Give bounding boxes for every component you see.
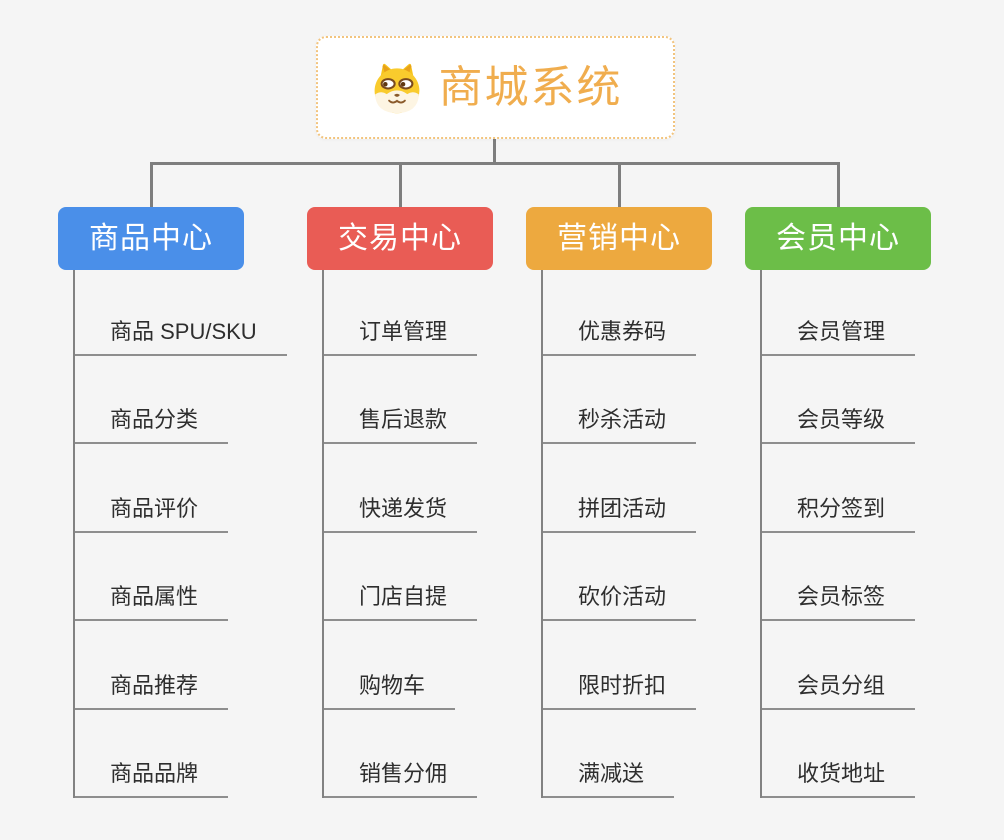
list-item[interactable]: 限时折扣 <box>543 672 697 710</box>
list-item[interactable]: 会员管理 <box>762 318 916 356</box>
branch-header-trade-center[interactable]: 交易中心 <box>307 207 493 270</box>
branch-header-marketing-center[interactable]: 营销中心 <box>526 207 712 270</box>
list-item[interactable]: 商品评价 <box>75 495 229 533</box>
branch-list-product-center: 商品 SPU/SKU 商品分类 商品评价 商品属性 商品推荐 商品品牌 <box>73 270 375 798</box>
list-item[interactable]: 商品推荐 <box>75 672 229 710</box>
list-item[interactable]: 订单管理 <box>324 318 478 356</box>
branch-list-marketing-center: 优惠券码 秒杀活动 拼团活动 砍价活动 限时折扣 满减送 <box>541 270 843 798</box>
list-item[interactable]: 销售分佣 <box>324 760 478 798</box>
list-item[interactable]: 门店自提 <box>324 583 478 621</box>
connector-root-stub <box>493 139 496 164</box>
list-item[interactable]: 收货地址 <box>762 760 916 798</box>
list-item[interactable]: 满减送 <box>543 760 675 798</box>
connector-bus <box>150 162 840 165</box>
list-item[interactable]: 商品 SPU/SKU <box>75 318 287 356</box>
list-item[interactable]: 商品属性 <box>75 583 229 621</box>
root-title: 商城系统 <box>438 62 623 112</box>
branch-trade-center: 交易中心 订单管理 售后退款 快递发货 门店自提 购物车 销售分佣 <box>307 207 493 798</box>
list-item[interactable]: 商品品牌 <box>75 760 229 798</box>
list-item[interactable]: 会员标签 <box>762 583 916 621</box>
branch-header-member-center[interactable]: 会员中心 <box>745 207 931 270</box>
list-item[interactable]: 商品分类 <box>75 406 229 444</box>
connector-drop-product <box>150 162 153 208</box>
branch-product-center: 商品中心 商品 SPU/SKU 商品分类 商品评价 商品属性 商品推荐 商品品牌 <box>58 207 287 798</box>
connector-drop-member <box>837 162 840 208</box>
list-item[interactable]: 砍价活动 <box>543 583 697 621</box>
branch-marketing-center: 营销中心 优惠券码 秒杀活动 拼团活动 砍价活动 限时折扣 满减送 <box>526 207 712 798</box>
list-item[interactable]: 售后退款 <box>324 406 478 444</box>
list-item[interactable]: 快递发货 <box>324 495 478 533</box>
list-item[interactable]: 秒杀活动 <box>543 406 697 444</box>
connector-drop-marketing <box>618 162 621 208</box>
branch-header-label: 营销中心 <box>557 221 681 255</box>
branch-header-product-center[interactable]: 商品中心 <box>58 207 244 270</box>
list-item[interactable]: 会员等级 <box>762 406 916 444</box>
connector-drop-trade <box>399 162 402 208</box>
branch-list-trade-center: 订单管理 售后退款 快递发货 门店自提 购物车 销售分佣 <box>322 270 624 798</box>
branch-header-label: 交易中心 <box>338 221 462 255</box>
list-item[interactable]: 拼团活动 <box>543 495 697 533</box>
list-item[interactable]: 购物车 <box>324 672 456 710</box>
branch-list-member-center: 会员管理 会员等级 积分签到 会员标签 会员分组 收货地址 <box>760 270 1004 798</box>
list-item[interactable]: 优惠券码 <box>543 318 697 356</box>
list-item[interactable]: 积分签到 <box>762 495 916 533</box>
branch-header-label: 会员中心 <box>776 221 900 255</box>
root-node[interactable]: 商城系统 <box>316 36 675 139</box>
list-item[interactable]: 会员分组 <box>762 672 916 710</box>
branch-member-center: 会员中心 会员管理 会员等级 积分签到 会员标签 会员分组 收货地址 <box>745 207 931 798</box>
dog-face-icon <box>369 60 425 116</box>
branch-header-label: 商品中心 <box>89 221 213 255</box>
